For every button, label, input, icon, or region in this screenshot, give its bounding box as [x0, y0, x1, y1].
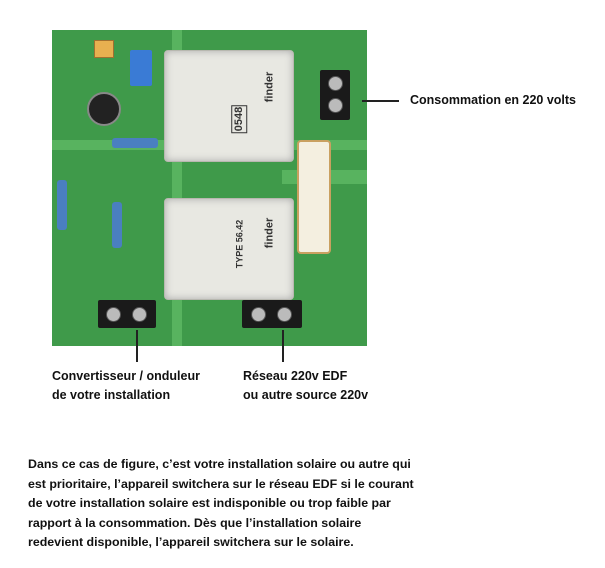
pointer-line-reseau — [282, 330, 284, 362]
pointer-line-consommation — [362, 100, 399, 102]
capacitor-electrolytic — [87, 92, 121, 126]
label-consommation: Consommation en 220 volts — [410, 93, 577, 107]
resistor — [112, 138, 158, 148]
description-paragraph: Dans ce cas de figure, c’est votre insta… — [28, 457, 414, 550]
fuse — [297, 140, 331, 254]
potentiometer — [94, 40, 114, 58]
resistor — [112, 202, 122, 248]
relay-board-photo: finder 0548 finder TYPE 56.42 — [52, 30, 367, 346]
relay-top: finder 0548 — [164, 50, 294, 162]
terminal-convertisseur — [98, 300, 156, 328]
label-convertisseur-2: de votre installation — [52, 388, 171, 402]
terminal-consommation — [320, 70, 350, 120]
resistor — [57, 180, 67, 230]
terminal-reseau — [242, 300, 302, 328]
pointer-line-convertisseur — [136, 330, 138, 362]
label-convertisseur-1: Convertisseur / onduleur — [52, 369, 200, 383]
label-reseau-2: ou autre source 220v — [243, 388, 369, 402]
capacitor-blue — [130, 50, 152, 86]
relay-bottom: finder TYPE 56.42 — [164, 198, 294, 300]
label-reseau-1: Réseau 220v EDF — [243, 369, 348, 383]
